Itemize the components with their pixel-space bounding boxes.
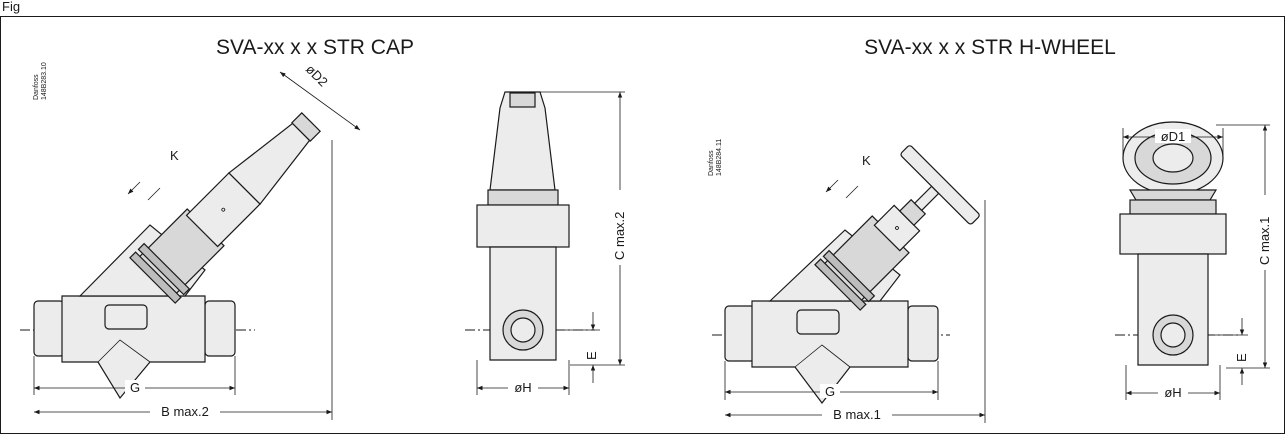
label-b-cap: B max.2 [161,404,209,419]
label-c-wheel: C max.1 [1257,217,1272,265]
valve-front-view-wheel: øD1 C max.1 E øH [1115,121,1273,400]
label-e-wheel: E [1234,353,1249,362]
panel-wheel-code-company: Danfoss [708,150,715,176]
label-h-wheel: øH [1164,385,1181,400]
figure-caption: Fig [2,0,20,14]
label-d1-wheel: øD1 [1161,129,1186,144]
valve-side-view-cap: K øD2 G B max.2 [20,62,361,420]
label-g-wheel: G [825,384,835,399]
valve-front-view-cap: C max.2 E øH [465,91,628,395]
panel-wheel-title: SVA-xx x x STR H-WHEEL [864,36,1116,59]
label-k-wheel: K [862,153,871,168]
valve-side-view-wheel: K G B max.1 [712,145,986,423]
panel-wheel-code-number: 148B284.11 [716,139,723,176]
panel-wheel: SVA-xx x x STR H-WHEEL Danfoss 148B284.1… [708,36,1273,423]
label-b-wheel: B max.1 [833,407,881,422]
panel-cap-title: SVA-xx x x STR CAP [216,36,414,59]
label-k-cap: K [170,148,179,163]
label-g-cap: G [130,380,140,395]
panel-cap: SVA-xx x x STR CAP Danfoss 148B283.10 [20,36,628,420]
label-e-cap: E [584,351,599,360]
label-d2-cap: øD2 [303,62,331,90]
panel-cap-code-number: 148B283.10 [41,62,48,100]
label-h-cap: øH [514,380,531,395]
panel-cap-code-company: Danfoss [33,74,40,100]
label-c-cap: C max.2 [612,212,627,260]
